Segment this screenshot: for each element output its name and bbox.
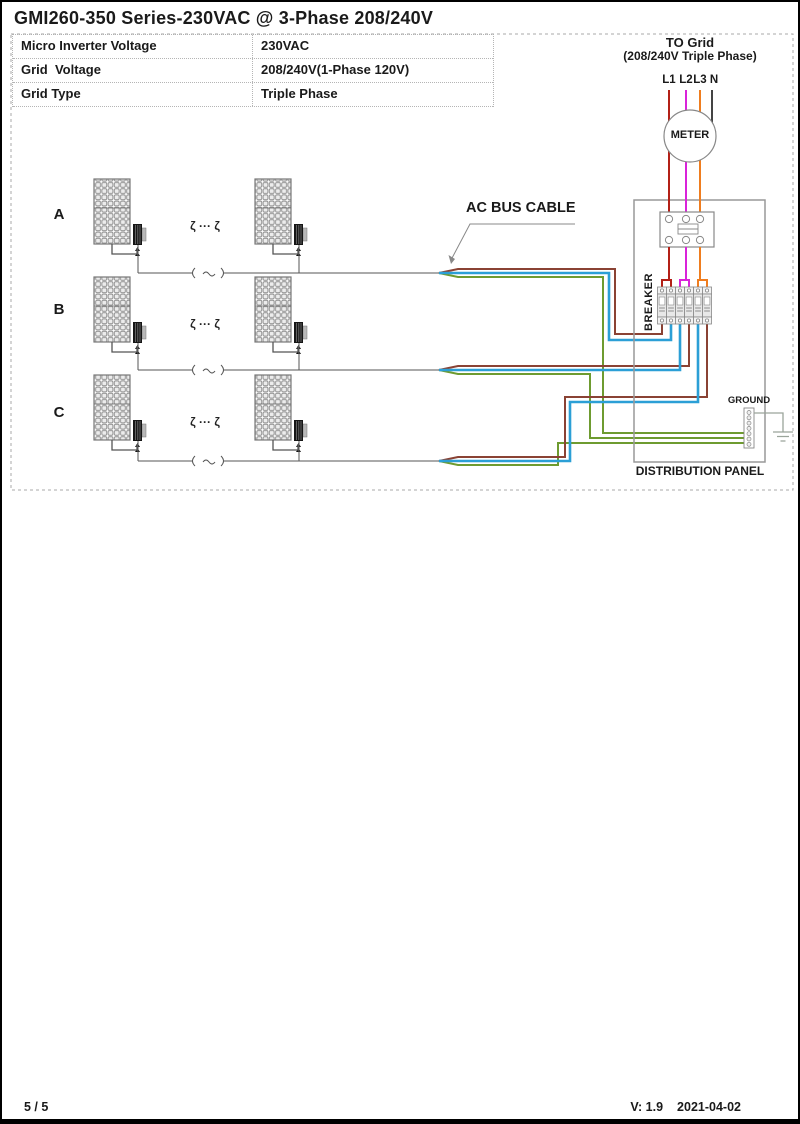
breaker-pole (657, 286, 667, 325)
row-label-a: A (53, 206, 65, 223)
page-number: 5 / 5 (24, 1100, 49, 1114)
breaker-pole (684, 286, 694, 325)
ac-bus-cable-label: AC BUS CABLE (466, 200, 576, 216)
solar-panel (93, 276, 131, 343)
version-label: V: 1.9 (630, 1100, 664, 1114)
to-grid-label: TO Grid (665, 35, 715, 50)
spec-table: Micro Inverter Voltage 230VAC Grid Volta… (12, 34, 494, 107)
row-label-c: C (53, 404, 65, 421)
solar-panel (254, 276, 292, 343)
phase-label-l1: L1 (662, 74, 676, 86)
ac-bus-cable-row-a (438, 268, 745, 434)
breaker-pole (675, 286, 685, 325)
phase-label-n: N (709, 74, 719, 86)
micro-inverter (294, 224, 308, 256)
spec-label: Grid Type (13, 83, 253, 106)
ac-trunk-lines (137, 245, 439, 467)
micro-inverter (294, 322, 308, 354)
solar-panel (93, 178, 131, 245)
dc-cables (111, 244, 299, 451)
to-grid-sublabel: (208/240V Triple Phase) (623, 49, 757, 63)
micro-inverters (133, 224, 308, 452)
meter-symbol (663, 109, 717, 163)
main-breaker-symbol (659, 211, 715, 248)
breaker-pole (693, 286, 703, 325)
distribution-panel-label: DISTRIBUTION PANEL (635, 464, 765, 478)
table-row: Grid Voltage 208/240V(1-Phase 120V) (13, 59, 493, 83)
table-row: Grid Type Triple Phase (13, 83, 493, 107)
breaker-label: BREAKER (643, 273, 655, 331)
spec-label: Grid Voltage (13, 59, 253, 82)
diagram-border (10, 33, 794, 491)
micro-inverter (294, 420, 308, 452)
breaker-feed-wires (661, 247, 708, 287)
phase-label-l3: L3 (693, 74, 707, 86)
ac-bus-cable-row-c (438, 324, 745, 466)
solar-panel (254, 374, 292, 441)
micro-inverter (133, 224, 147, 256)
spec-value: 208/240V(1-Phase 120V) (261, 62, 410, 77)
micro-inverter (133, 322, 147, 354)
continuation-mark: ζ ··· ζ (190, 317, 220, 331)
continuation-mark: ζ ··· ζ (190, 219, 220, 233)
earth-symbol (754, 412, 793, 442)
ground-label: GROUND (727, 395, 771, 406)
wiring-diagram-svg (10, 33, 794, 491)
version-info: V: 1.9 2021-04-02 (630, 1100, 741, 1114)
spec-value: 230VAC (261, 38, 310, 53)
table-row: Micro Inverter Voltage 230VAC (13, 35, 493, 59)
version-date: 2021-04-02 (677, 1100, 741, 1114)
ground-terminal (743, 407, 755, 449)
solar-panel (254, 178, 292, 245)
breaker-pole (702, 286, 712, 325)
breaker-bank (657, 286, 712, 325)
continuation-mark: ζ ··· ζ (190, 415, 220, 429)
bus-cable-callout-arrow (448, 223, 575, 264)
spec-value: Triple Phase (261, 86, 338, 101)
solar-panel (93, 374, 131, 441)
micro-inverter (133, 420, 147, 452)
spec-label: Micro Inverter Voltage (13, 35, 253, 58)
meter-label: METER (670, 129, 710, 141)
ac-bus-cable-row-b (438, 324, 745, 439)
row-label-b: B (53, 301, 65, 318)
breaker-pole (666, 286, 676, 325)
solar-panel-array (93, 178, 292, 441)
page-title: GMI260-350 Series-230VAC @ 3-Phase 208/2… (14, 8, 434, 28)
phase-label-l2: L2 (679, 74, 693, 86)
